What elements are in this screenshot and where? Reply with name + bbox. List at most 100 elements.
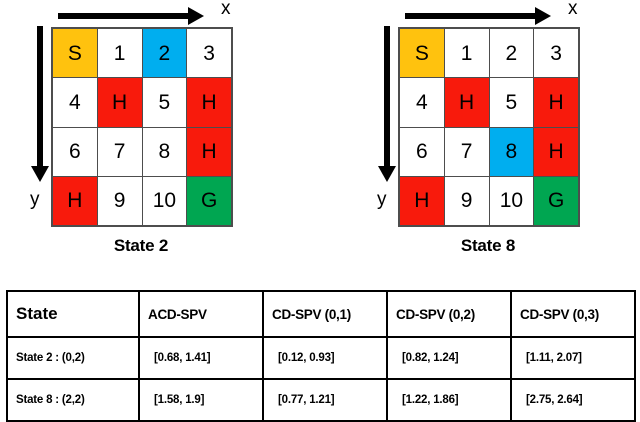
table-header-cd-spv-03: CD-SPV (0,3) bbox=[510, 290, 636, 338]
grid-cell-label: 1 bbox=[460, 41, 473, 65]
grid-cell-label: H bbox=[67, 189, 83, 213]
grid-cell-5: 5 bbox=[489, 78, 534, 127]
grid-cell-6: 6 bbox=[400, 127, 444, 176]
grid-cell-label: 2 bbox=[158, 41, 171, 65]
x-axis-arrow bbox=[405, 6, 555, 26]
grid-cell-label: H bbox=[548, 90, 564, 114]
grid-cell-label: G bbox=[200, 189, 218, 213]
grid-cell-h: H bbox=[400, 176, 444, 225]
grid-cell-label: H bbox=[548, 140, 564, 164]
grid-cell-9: 9 bbox=[97, 176, 142, 225]
panel-caption-state-2: State 2 bbox=[113, 236, 169, 255]
grid-cell-label: 7 bbox=[113, 140, 126, 164]
grid-cell-g: G bbox=[187, 176, 231, 225]
table-row: State 2 : (0,2) [0.68, 1.41] [0.12, 0.93… bbox=[6, 336, 636, 380]
grid-cell-3: 3 bbox=[187, 29, 231, 78]
grid-cell-label: 8 bbox=[158, 140, 171, 164]
table-cell-cd-spv-03: [2.75, 2.64] bbox=[510, 378, 636, 422]
y-axis-arrowhead bbox=[31, 166, 49, 182]
y-axis-shaft bbox=[37, 26, 43, 168]
grid-cell-1: 1 bbox=[97, 29, 142, 78]
table-header-row: State ACD-SPV CD-SPV (0,1) CD-SPV (0,2) … bbox=[6, 290, 636, 338]
grid-cell-label: H bbox=[201, 90, 217, 114]
grid-cell-label: H bbox=[112, 90, 128, 114]
y-axis-arrowhead bbox=[378, 166, 396, 182]
table-cell-cd-spv-02: [1.22, 1.86] bbox=[386, 378, 512, 422]
grid-cell-7: 7 bbox=[97, 127, 142, 176]
grid-cell-label: 3 bbox=[203, 41, 215, 65]
y-axis-label: y bbox=[30, 189, 40, 210]
grid-cell-label: 2 bbox=[505, 41, 518, 65]
grid-cell-1: 1 bbox=[444, 29, 489, 78]
grid-cell-label: 9 bbox=[460, 189, 473, 213]
grid-cell-label: 3 bbox=[550, 41, 562, 65]
grid-cell-s: S bbox=[400, 29, 444, 78]
table-header-cd-spv-02: CD-SPV (0,2) bbox=[386, 290, 512, 338]
grid-cell-h: H bbox=[534, 78, 578, 127]
grid-cell-h: H bbox=[97, 78, 142, 127]
grid-cell-2: 2 bbox=[489, 29, 534, 78]
grid-cell-label: 5 bbox=[158, 90, 171, 114]
grid-cell-label: S bbox=[67, 41, 82, 65]
grid-cell-h: H bbox=[534, 127, 578, 176]
grid-cell-s: S bbox=[53, 29, 97, 78]
grid-cell-label: 8 bbox=[505, 140, 518, 164]
x-axis-shaft bbox=[405, 13, 537, 19]
table-header-state: State bbox=[6, 290, 140, 338]
grid-cell-g: G bbox=[534, 176, 578, 225]
results-table: State ACD-SPV CD-SPV (0,1) CD-SPV (0,2) … bbox=[6, 290, 636, 422]
grid-cell-label: S bbox=[414, 41, 429, 65]
grid-cell-9: 9 bbox=[444, 176, 489, 225]
grid-cell-label: 6 bbox=[69, 140, 81, 164]
grid-cell-label: H bbox=[459, 90, 475, 114]
grid-cell-3: 3 bbox=[534, 29, 578, 78]
grid-cell-h: H bbox=[53, 176, 97, 225]
table-cell-acd-spv: [0.68, 1.41] bbox=[138, 336, 264, 380]
grid-cell-8: 8 bbox=[142, 127, 187, 176]
grid-cell-h: H bbox=[187, 78, 231, 127]
table-cell-cd-spv-01: [0.77, 1.21] bbox=[262, 378, 388, 422]
y-axis-label: y bbox=[377, 189, 387, 210]
table-cell-cd-spv-02: [0.82, 1.24] bbox=[386, 336, 512, 380]
grid-cell-10: 10 bbox=[142, 176, 187, 225]
grid-cell-label: 6 bbox=[416, 140, 428, 164]
table-header-acd-spv: ACD-SPV bbox=[138, 290, 264, 338]
table-cell-cd-spv-01: [0.12, 0.93] bbox=[262, 336, 388, 380]
table-cell-cd-spv-03: [1.11, 2.07] bbox=[510, 336, 636, 380]
table-cell-state: State 2 : (0,2) bbox=[6, 336, 140, 380]
grid-cell-8: 8 bbox=[489, 127, 534, 176]
grid-cell-4: 4 bbox=[400, 78, 444, 127]
x-axis-arrowhead bbox=[188, 7, 204, 25]
y-axis-shaft bbox=[384, 26, 390, 168]
grid-cell-7: 7 bbox=[444, 127, 489, 176]
grid-cell-label: 4 bbox=[69, 90, 81, 114]
grid-cell-h: H bbox=[444, 78, 489, 127]
grid-cell-label: 4 bbox=[416, 90, 428, 114]
table-body: State 2 : (0,2) [0.68, 1.41] [0.12, 0.93… bbox=[6, 336, 636, 422]
grid-cell-label: 5 bbox=[505, 90, 518, 114]
table-cell-acd-spv: [1.58, 1.9] bbox=[138, 378, 264, 422]
x-axis-label: x bbox=[568, 0, 578, 19]
grid-cell-label: 1 bbox=[113, 41, 126, 65]
grid-cell-10: 10 bbox=[489, 176, 534, 225]
y-axis-arrow bbox=[30, 26, 50, 186]
x-axis-arrow bbox=[58, 6, 208, 26]
grid-cell-label: 10 bbox=[152, 189, 177, 213]
grid-cell-4: 4 bbox=[53, 78, 97, 127]
table-row: State 8 : (2,2) [1.58, 1.9] [0.77, 1.21]… bbox=[6, 378, 636, 422]
panel-caption-state-8: State 8 bbox=[460, 236, 516, 255]
x-axis-label: x bbox=[221, 0, 231, 19]
table-header-cd-spv-01: CD-SPV (0,1) bbox=[262, 290, 388, 338]
grid-cell-label: 10 bbox=[499, 189, 524, 213]
grid-cell-label: 9 bbox=[113, 189, 126, 213]
table-header: State ACD-SPV CD-SPV (0,1) CD-SPV (0,2) … bbox=[6, 290, 636, 338]
grid-cell-h: H bbox=[187, 127, 231, 176]
x-axis-arrowhead bbox=[535, 7, 551, 25]
grid-cell-label: G bbox=[547, 189, 565, 213]
grid-cell-label: H bbox=[414, 189, 430, 213]
